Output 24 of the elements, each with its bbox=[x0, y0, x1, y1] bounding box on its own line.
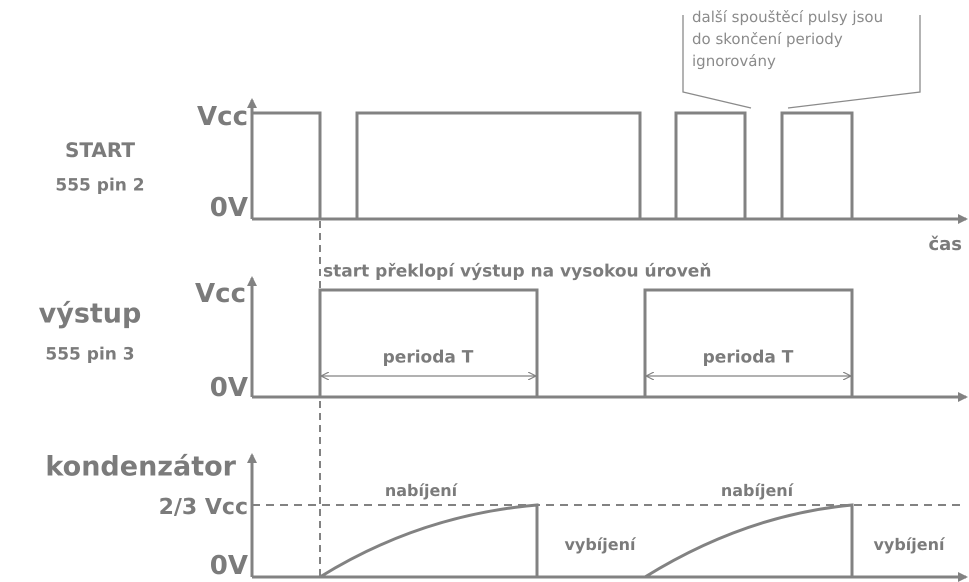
signal-name: kondenzátor bbox=[45, 454, 236, 480]
pin-label: 555 pin 3 bbox=[45, 346, 135, 364]
leader-line bbox=[788, 15, 921, 109]
axis-label: Vcc bbox=[197, 104, 248, 130]
phase-label: nabíjení bbox=[720, 483, 794, 499]
trigger-pulse bbox=[780, 112, 854, 219]
axis-label: 0V bbox=[210, 553, 248, 579]
phase-label: nabíjení bbox=[384, 483, 458, 499]
signal-name: výstup bbox=[38, 300, 142, 328]
callout-text: další spouštěcí pulsy jsou do skončení periody ignorovány bbox=[692, 6, 892, 72]
dimension-label: perioda T bbox=[382, 350, 474, 366]
axis-label: 0V bbox=[210, 375, 248, 401]
annotation-text: start překlopí výstup na vysokou úroveň bbox=[323, 264, 712, 280]
trigger-pulse bbox=[674, 112, 746, 219]
axis-label: čas bbox=[928, 236, 962, 254]
axis-label: 2/3 Vcc bbox=[158, 497, 248, 519]
phase-label: vybíjení bbox=[874, 537, 944, 553]
dimension-label: perioda T bbox=[702, 350, 794, 366]
axis-label: Vcc bbox=[195, 281, 246, 307]
phase-label: vybíjení bbox=[564, 537, 636, 553]
leader-line bbox=[682, 15, 752, 109]
pin-label: 555 pin 2 bbox=[55, 178, 145, 194]
axis-label: 0V bbox=[210, 195, 248, 221]
signal-name: START bbox=[64, 140, 136, 160]
